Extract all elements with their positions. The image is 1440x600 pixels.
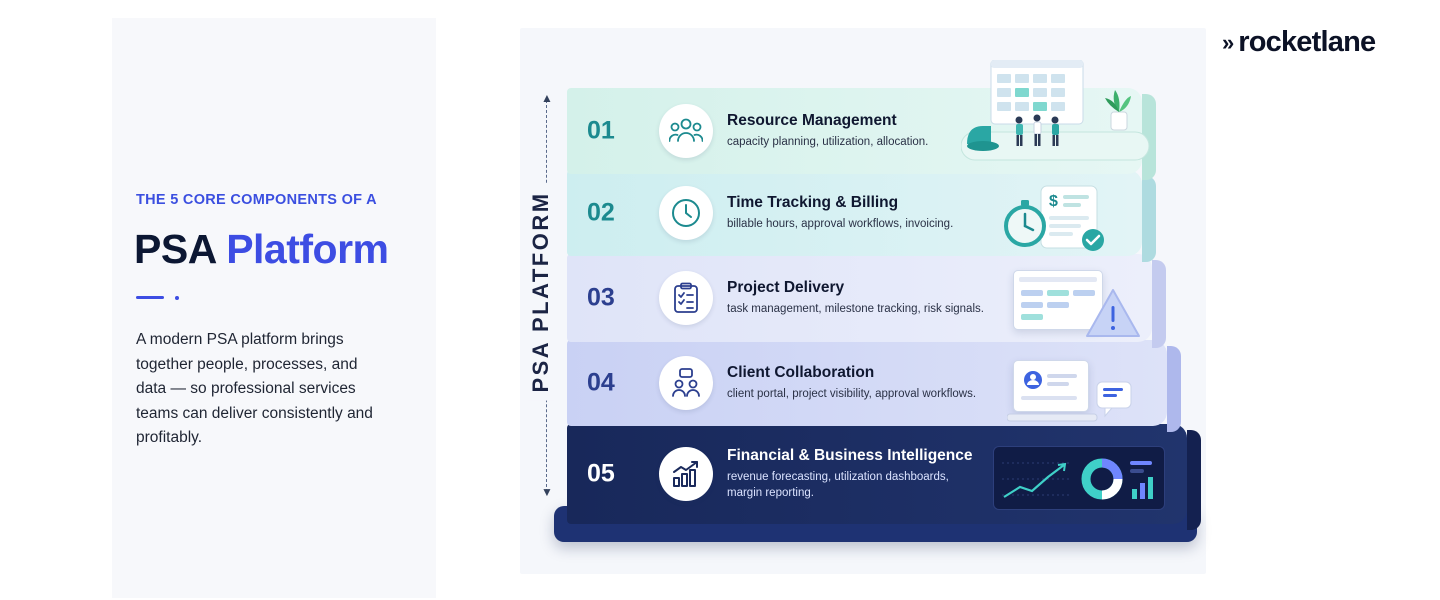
tier-subtitle: billable hours, approval workflows, invo… [727, 218, 954, 230]
tier-number: 03 [587, 283, 615, 312]
logo-chevron-icon: » [1222, 29, 1235, 55]
title-accent: Platform [226, 226, 389, 272]
tier-number: 01 [587, 116, 615, 145]
tier-subtitle: client portal, project visibility, appro… [727, 388, 977, 400]
tier-title: Project Delivery [727, 279, 845, 296]
tier-subtitle: task management, milestone tracking, ris… [727, 303, 984, 315]
arrow-up-icon: ▲ [541, 91, 553, 105]
tier-text: Client Collaboration client portal, proj… [727, 364, 976, 402]
tier-client-collaboration: 04 Client Collaboration client portal, p… [567, 340, 1181, 432]
tier-project-delivery: 03 Project Delivery task management, mil… [567, 254, 1166, 348]
tier-title: Client Collaboration [727, 364, 875, 381]
clock-icon [659, 186, 713, 240]
tier-title: Time Tracking & Billing [727, 194, 899, 211]
brand-logo[interactable]: » rocketlane [1222, 26, 1376, 59]
growth-chart-icon [659, 447, 713, 501]
svg-text:$: $ [1049, 193, 1058, 210]
tier-time-tracking-billing: 02 Time Tracking & Billing billable hour… [567, 170, 1156, 262]
eyebrow-heading: THE 5 CORE COMPONENTS OF A [136, 192, 377, 208]
tier-text: Time Tracking & Billing billable hours, … [727, 194, 953, 232]
tier-side-face [1167, 346, 1181, 432]
tier-side-face [1142, 94, 1156, 180]
tier-title: Financial & Business Intelligence [727, 447, 973, 464]
tier-resource-management: 01 Resource Management capacity planning… [567, 59, 1156, 180]
laptop-illustration [1007, 360, 1137, 428]
team-planning-illustration [960, 59, 1151, 172]
axis-label: PSA PLATFORM [528, 183, 554, 401]
divider-dot [175, 296, 179, 300]
tier-number: 02 [587, 198, 615, 227]
dashboard-illustration [993, 446, 1165, 510]
people-chat-icon [659, 356, 713, 410]
tier-title: Resource Management [727, 112, 897, 129]
tier-text: Financial & Business Intelligence revenu… [727, 447, 973, 501]
tier-side-face [1142, 176, 1156, 262]
tier-side-face [1152, 260, 1166, 348]
tier-subtitle-line-2: margin reporting. [727, 487, 814, 499]
arrow-down-icon: ▼ [541, 485, 553, 499]
task-board-illustration [1013, 270, 1143, 342]
tier-subtitle: capacity planning, utilization, allocati… [727, 136, 929, 148]
tier-text: Resource Management capacity planning, u… [727, 112, 928, 150]
tier-number: 05 [587, 459, 615, 488]
tier-financial-intelligence: 05 Financial & Business Intelligence rev… [567, 424, 1201, 530]
stopwatch-invoice-illustration: $ [1001, 180, 1131, 256]
tier-number: 04 [587, 368, 615, 397]
title-prefix: PSA [134, 226, 216, 272]
divider-line [136, 296, 164, 299]
checklist-icon [659, 271, 713, 325]
tier-subtitle-line-1: revenue forecasting, utilization dashboa… [727, 471, 949, 483]
tier-side-face [1187, 430, 1201, 530]
tier-text: Project Delivery task management, milest… [727, 279, 984, 317]
logo-wordmark: rocketlane [1238, 26, 1376, 58]
page-title: PSA Platform [134, 226, 389, 273]
team-icon [659, 104, 713, 158]
intro-panel [112, 18, 436, 598]
intro-description: A modern PSA platform brings together pe… [136, 331, 373, 446]
